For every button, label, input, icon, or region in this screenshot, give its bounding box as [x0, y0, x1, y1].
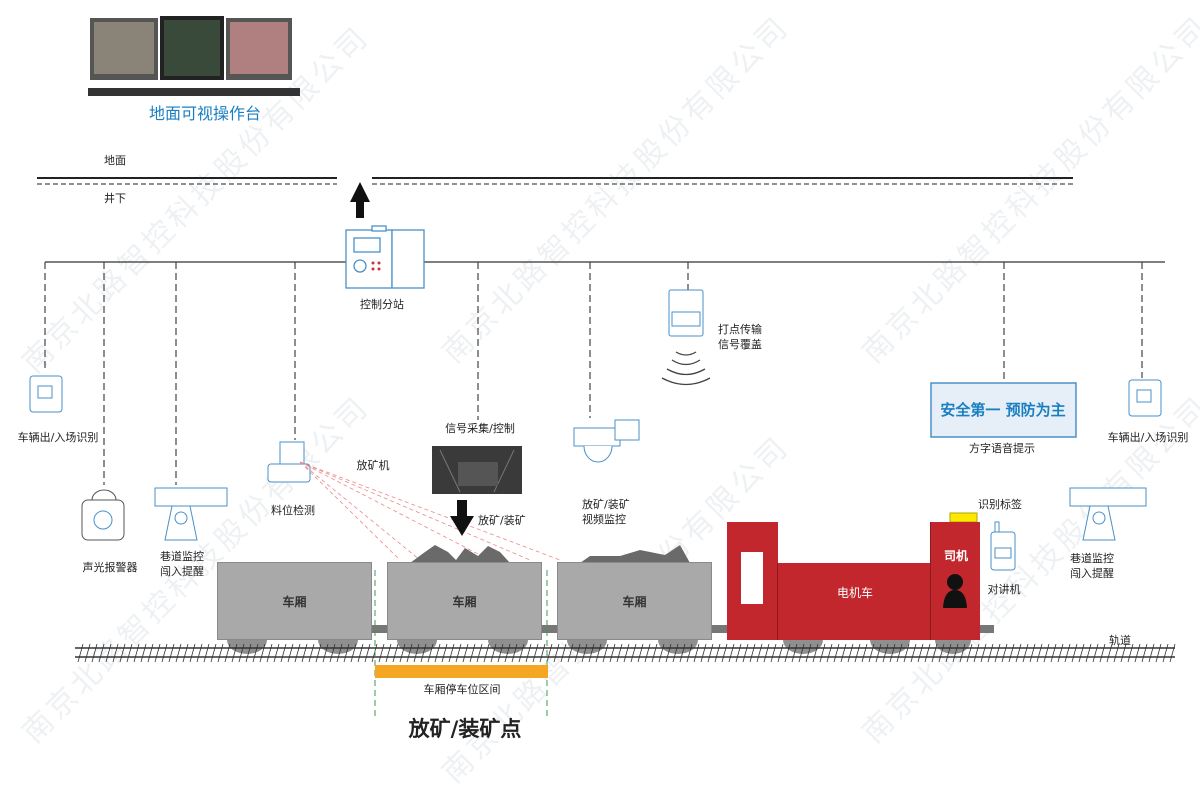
ore-pile	[410, 545, 690, 563]
loading-point-title: 放矿/装矿点	[408, 717, 522, 741]
track-label: 轨道	[1109, 634, 1131, 647]
level-sensor-icon	[267, 441, 311, 483]
radio-icon	[990, 521, 1016, 571]
led-sign-board	[930, 382, 1077, 438]
tunnel-monitor-left-label: 巷道监控 闯入提醒	[160, 550, 204, 578]
camera-icon	[573, 419, 640, 463]
control-station-label: 控制分站	[360, 298, 404, 311]
video-label: 放矿/装矿 视频监控	[582, 498, 630, 526]
tunnel-monitor-right-icon	[1069, 487, 1147, 541]
chute-label: 放矿机	[356, 459, 390, 472]
level-detect-label: 料位检测	[271, 504, 315, 517]
junction-box-right-icon	[1128, 379, 1162, 417]
loading-label: 放矿/装矿	[478, 514, 526, 527]
vehicle-id-right-label: 车辆出/入场识别	[1107, 431, 1189, 444]
radio-label: 对讲机	[987, 583, 1021, 596]
driver-label: 司机	[943, 549, 969, 563]
cart-3: 车厢	[557, 562, 712, 640]
tunnel-monitor-left-icon	[154, 487, 228, 541]
id-tag-label: 识别标签	[978, 498, 1022, 511]
wireless-label: 打点传输 信号覆盖	[718, 323, 762, 351]
vehicle-id-left-label: 车辆出/入场识别	[17, 431, 99, 444]
up-arrow-icon	[350, 182, 370, 218]
led-sign-label: 方字语音提示	[969, 442, 1035, 455]
id-tag-icon	[949, 512, 978, 523]
surface-console-label: 地面可视操作台	[148, 104, 262, 123]
led-sign-text: 安全第一 预防为主	[940, 401, 1066, 419]
alarm-icon	[81, 489, 125, 541]
locomotive-label: 电机车	[836, 586, 874, 600]
alarm-label: 声光报警器	[82, 561, 138, 574]
parking-zone-bar	[375, 665, 548, 678]
parking-zone-label: 车厢停车位区间	[423, 683, 501, 696]
signal-ctrl-label: 信号采集/控制	[445, 422, 515, 435]
signal-waves-icon	[661, 351, 711, 386]
junction-box-left-icon	[29, 375, 63, 413]
tunnel-monitor-right-label: 巷道监控 闯入提醒	[1070, 552, 1114, 580]
track	[75, 643, 1176, 663]
monitor-console-icon	[88, 16, 300, 96]
chute-image	[432, 446, 522, 494]
cart-1: 车厢	[217, 562, 372, 640]
control-station-icon	[345, 225, 425, 289]
surface-label: 地面	[104, 154, 126, 167]
wireless-transmitter-icon	[668, 289, 704, 337]
cart-2: 车厢	[387, 562, 542, 640]
down-arrow-icon	[450, 500, 474, 536]
underground-label: 井下	[104, 192, 126, 205]
